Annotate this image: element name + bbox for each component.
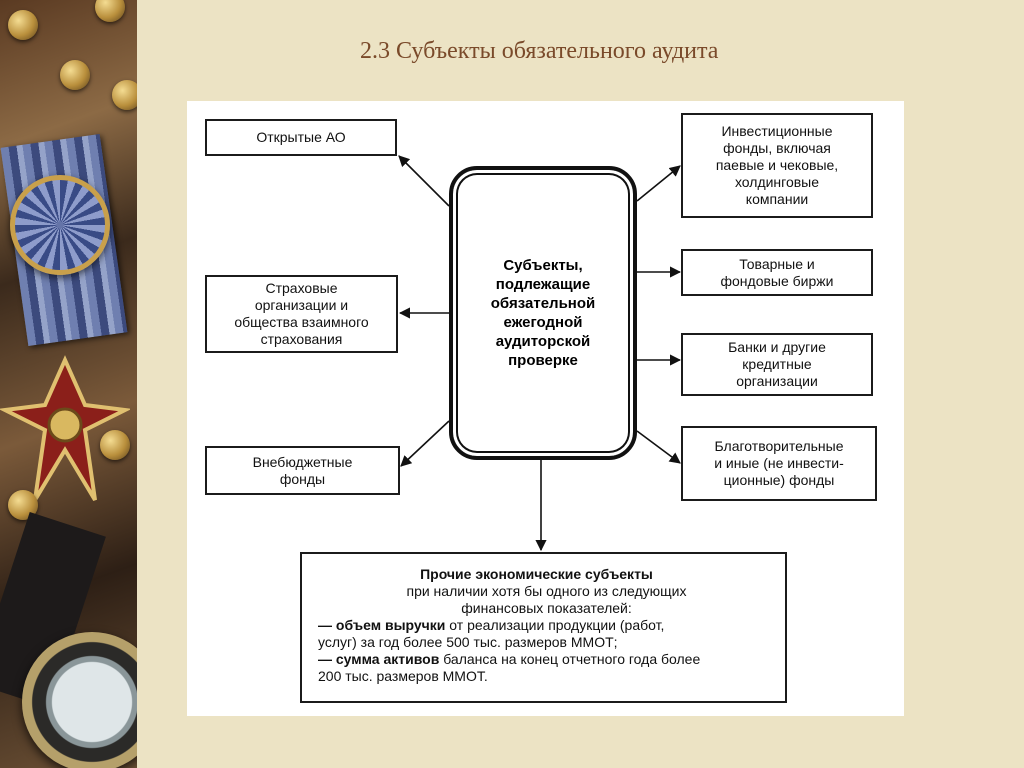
arrow-to-charity-funds [637,431,680,463]
other-subjects-intro: при наличии хотя бы одного из следующих … [318,583,775,617]
arrow-to-offbudget-funds [401,421,449,466]
node-insurance-organizations: Страховые организации и общества взаимно… [205,275,398,353]
criterion-revenue-dash: — [318,617,336,633]
arrow-to-open-jsc [399,156,449,206]
arrow-to-investment-funds [637,166,680,201]
criterion-assets: — сумма активов баланса на конец отчетно… [318,651,775,685]
decor-stud [100,430,130,460]
criterion-assets-dash: — [318,651,336,667]
decor-stud [112,80,137,110]
node-off-budget-funds: Внебюджетные фонды [205,446,400,495]
diagram-canvas: Субъекты, подлежащие обязательной ежегод… [187,101,904,716]
node-investment-funds: Инвестиционные фонды, включая паевые и ч… [681,113,873,218]
criterion-revenue: — объем выручки от реализации продукции … [318,617,775,651]
other-subjects-title: Прочие экономические субъекты [298,566,775,583]
node-charity-funds: Благотворительные и иные (не инвести- ци… [681,426,877,501]
node-other-subjects: Прочие экономические субъекты при наличи… [300,552,787,703]
node-exchanges: Товарные и фондовые биржи [681,249,873,296]
medal-rosette [10,175,110,275]
criterion-revenue-label: объем выручки [336,617,446,633]
criterion-assets-label: сумма активов [336,651,439,667]
node-banks: Банки и другие кредитные организации [681,333,873,396]
center-node: Субъекты, подлежащие обязательной ежегод… [449,166,637,460]
decorative-photo-strip [0,0,137,768]
decor-stud [60,60,90,90]
node-open-jsc: Открытые АО [205,119,397,156]
slide-title: 2.3 Субъекты обязательного аудита [360,38,718,65]
decor-stud [95,0,125,22]
decor-stud [8,10,38,40]
